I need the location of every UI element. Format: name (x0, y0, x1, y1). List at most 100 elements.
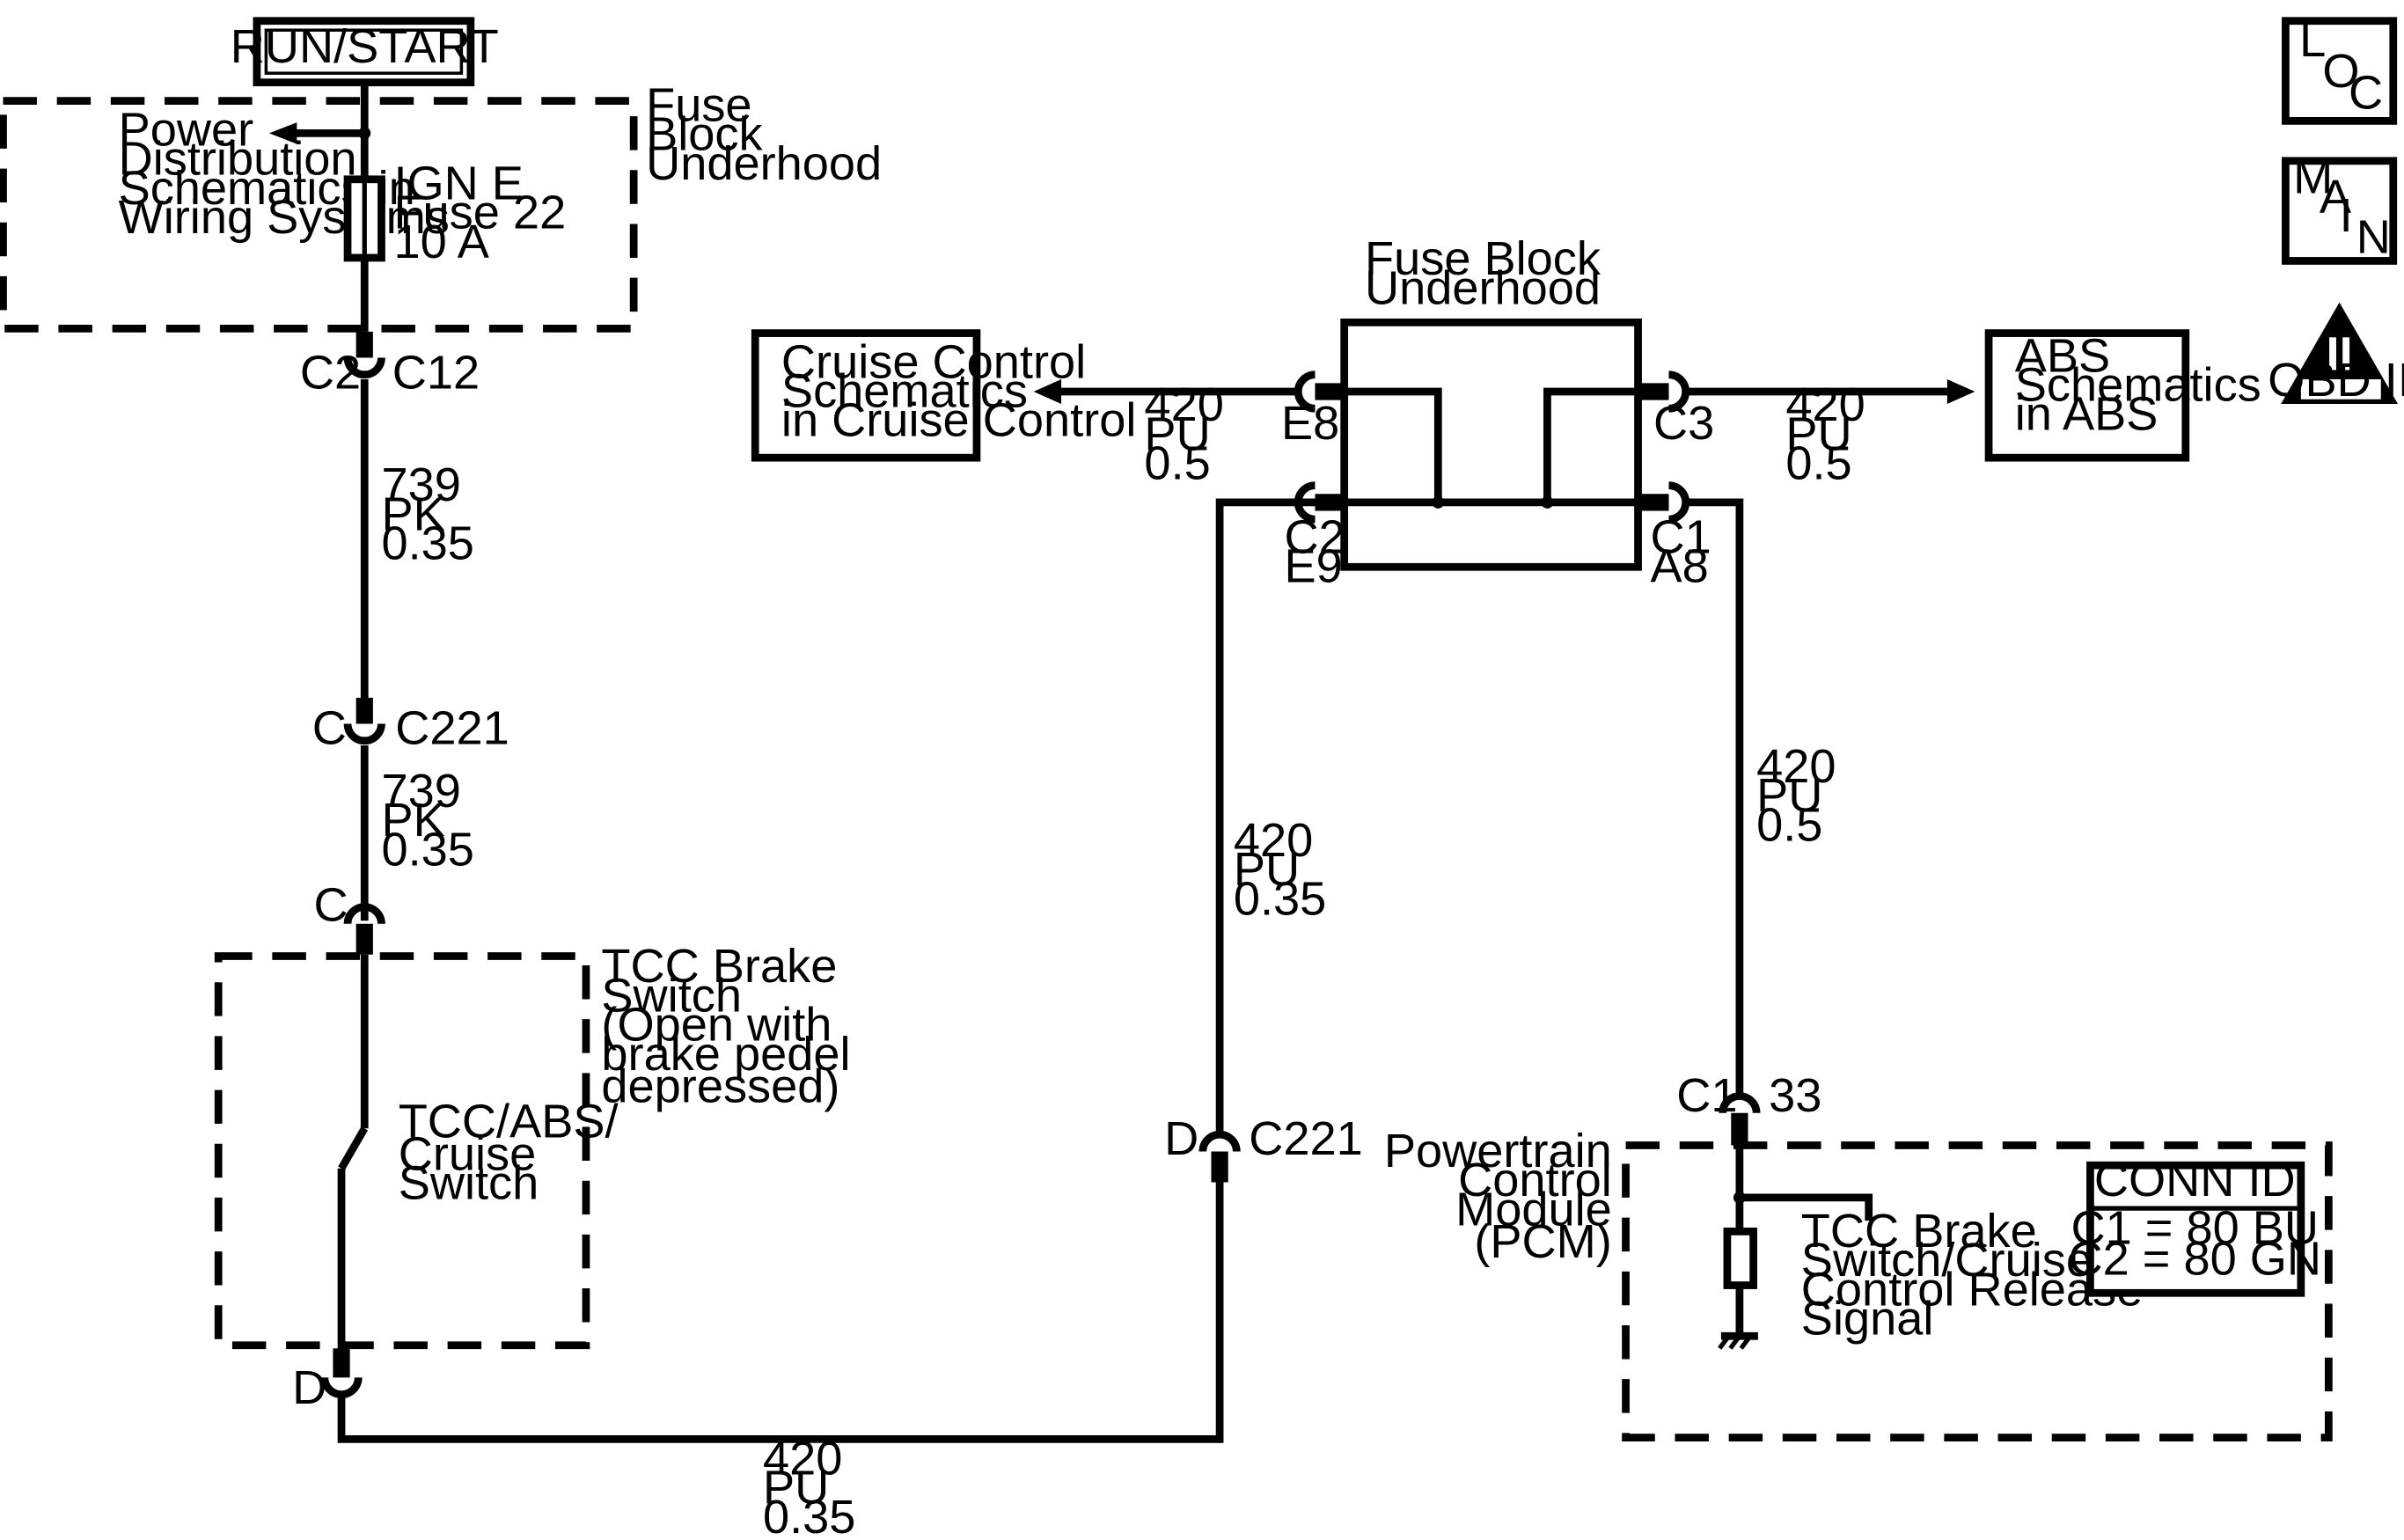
svg-text:Underhood: Underhood (1365, 261, 1601, 314)
svg-text:C2: C2 (300, 347, 361, 400)
arrow-left-icon (268, 122, 297, 144)
svg-text:TCC Brake: TCC Brake (601, 940, 837, 993)
svg-text:Control Release: Control Release (1801, 1263, 2143, 1316)
svg-text:A: A (2320, 171, 2352, 224)
run-start-box: RUN/START (231, 17, 499, 87)
svg-text:420: 420 (1756, 740, 1836, 793)
wire-739-lower-label: 739 PK 0.35 (381, 765, 473, 876)
svg-text:Switch: Switch (601, 969, 742, 1022)
wire-420-mid-label: 420 PU 0.35 (1234, 814, 1326, 925)
svg-text:II: II (2327, 328, 2353, 381)
svg-text:(Open with: (Open with (601, 999, 832, 1052)
connector-c: C (314, 878, 385, 955)
svg-text:E9: E9 (1285, 540, 1343, 593)
svg-text:Underhood: Underhood (646, 137, 882, 190)
arrow-right-icon (1946, 379, 1975, 404)
connector-d-bottom: D (292, 1348, 363, 1414)
svg-text:33: 33 (1769, 1069, 1821, 1122)
svg-text:PU: PU (1756, 769, 1822, 822)
svg-text:C2: C2 (1285, 511, 1345, 564)
svg-text:OBD II: OBD II (2268, 354, 2404, 407)
fuse-block-mid-label: Fuse Block Underhood (1365, 232, 1601, 314)
svg-text:Distribution: Distribution (119, 133, 357, 186)
svg-text:C221: C221 (1249, 1112, 1363, 1165)
svg-text:420: 420 (1144, 378, 1223, 431)
connector-c-c221: C C221 (312, 697, 509, 754)
svg-text:0.35: 0.35 (381, 823, 473, 876)
svg-text:0.5: 0.5 (1756, 798, 1822, 851)
cruise-control-box: Cruise Control Schematics in Cruise Cont… (751, 329, 1136, 462)
svg-text:TCC Brake: TCC Brake (1801, 1205, 2037, 1258)
svg-text:0.35: 0.35 (1234, 872, 1326, 925)
fuse-label: IGN E Fuse 22 10 A (393, 158, 566, 268)
fuse-block-top-label: Fuse Block Underhood (646, 78, 882, 189)
svg-text:Module: Module (1455, 1183, 1612, 1236)
svg-text:Signal: Signal (1801, 1292, 1934, 1345)
wire-739-upper-label: 739 PK 0.35 (381, 458, 473, 569)
svg-text:Fuse: Fuse (646, 78, 751, 131)
connector-c1-33: C1 33 (1676, 1069, 1821, 1146)
obd-ii-icon[interactable]: II OBD II (2268, 302, 2404, 407)
svg-text:PU: PU (1785, 407, 1851, 460)
svg-text:depressed): depressed) (601, 1060, 839, 1113)
svg-text:D: D (292, 1361, 326, 1414)
pin-c3: C3 (1638, 370, 1714, 450)
svg-text:L: L (2299, 14, 2326, 67)
svg-text:Powertrain: Powertrain (1384, 1125, 1612, 1177)
svg-text:0.35: 0.35 (381, 517, 473, 570)
svg-text:C2 = 80 GN: C2 = 80 GN (2069, 1232, 2322, 1285)
svg-text:Switch: Switch (399, 1157, 539, 1210)
svg-text:C: C (314, 878, 348, 931)
splice-dot (1541, 495, 1554, 509)
wire-420-cruise-label: 420 PU 0.5 (1144, 378, 1223, 489)
splice-dot (1432, 495, 1445, 509)
svg-text:C1: C1 (1651, 511, 1711, 564)
svg-text:Schematics: Schematics (2015, 358, 2261, 411)
pin-c1-a8: C1 A8 (1638, 481, 1711, 593)
pcm-label: Powertrain Control Module (PCM) (1384, 1125, 1612, 1268)
loc-icon[interactable]: L O C (2282, 14, 2398, 125)
tcc-signal-label: TCC Brake Switch/Cruise Control Release … (1801, 1205, 2143, 1346)
arrow-left-icon (1033, 379, 1062, 404)
pin-e8: E8 (1281, 370, 1345, 450)
resistor-icon (1723, 1228, 1757, 1289)
abs-box: ABS Schematics in ABS (1984, 329, 2261, 462)
svg-text:Cruise: Cruise (399, 1127, 537, 1180)
svg-text:CONN ID: CONN ID (2094, 1154, 2296, 1206)
wire-420-bottom (337, 1182, 1224, 1443)
tcc-switch-label: TCC Brake Switch (Open with brake pedel … (601, 940, 850, 1112)
svg-text:PK: PK (381, 488, 444, 540)
svg-text:Block: Block (646, 108, 763, 161)
svg-text:C: C (312, 701, 347, 754)
svg-text:0.5: 0.5 (1144, 437, 1210, 490)
svg-text:739: 739 (381, 458, 460, 511)
svg-text:TCC/ABS/: TCC/ABS/ (399, 1096, 619, 1148)
svg-text:Cruise Control: Cruise Control (781, 335, 1086, 388)
svg-text:brake pedel: brake pedel (601, 1028, 850, 1081)
svg-text:Fuse Block: Fuse Block (1365, 232, 1601, 285)
wire-420-bottom-label: 420 PU 0.35 (763, 1433, 855, 1540)
svg-text:PU: PU (1234, 843, 1300, 896)
connector-c2-c12: C2 C12 (300, 331, 480, 400)
run-start-label: RUN/START (231, 20, 499, 73)
conn-id-table: CONN ID C1 = 80 BU C2 = 80 GN (2069, 1154, 2322, 1297)
svg-text:I: I (2340, 189, 2353, 242)
main-icon[interactable]: M A I N (2282, 151, 2398, 265)
svg-text:C1: C1 (1676, 1069, 1737, 1122)
fuse-block-mid-box (1340, 318, 1642, 571)
connector-d-c221: D C221 (1164, 1112, 1363, 1183)
svg-text:C12: C12 (392, 347, 480, 400)
tcc-switch-name: TCC/ABS/ Cruise Switch (399, 1096, 619, 1210)
svg-text:(PCM): (PCM) (1474, 1215, 1611, 1268)
svg-text:N: N (2356, 211, 2391, 264)
svg-text:Power: Power (119, 103, 254, 156)
power-distribution-label: Power Distribution Schematics in Wiring … (119, 103, 450, 244)
svg-text:0.5: 0.5 (1785, 437, 1851, 490)
svg-text:C3: C3 (1653, 397, 1714, 450)
svg-text:Control: Control (1458, 1154, 1612, 1206)
svg-text:420: 420 (1785, 378, 1865, 431)
svg-text:PU: PU (1144, 407, 1210, 460)
svg-text:PK: PK (381, 794, 444, 847)
tcc-switch-outline (214, 952, 590, 1350)
svg-text:in ABS: in ABS (2015, 388, 2158, 441)
